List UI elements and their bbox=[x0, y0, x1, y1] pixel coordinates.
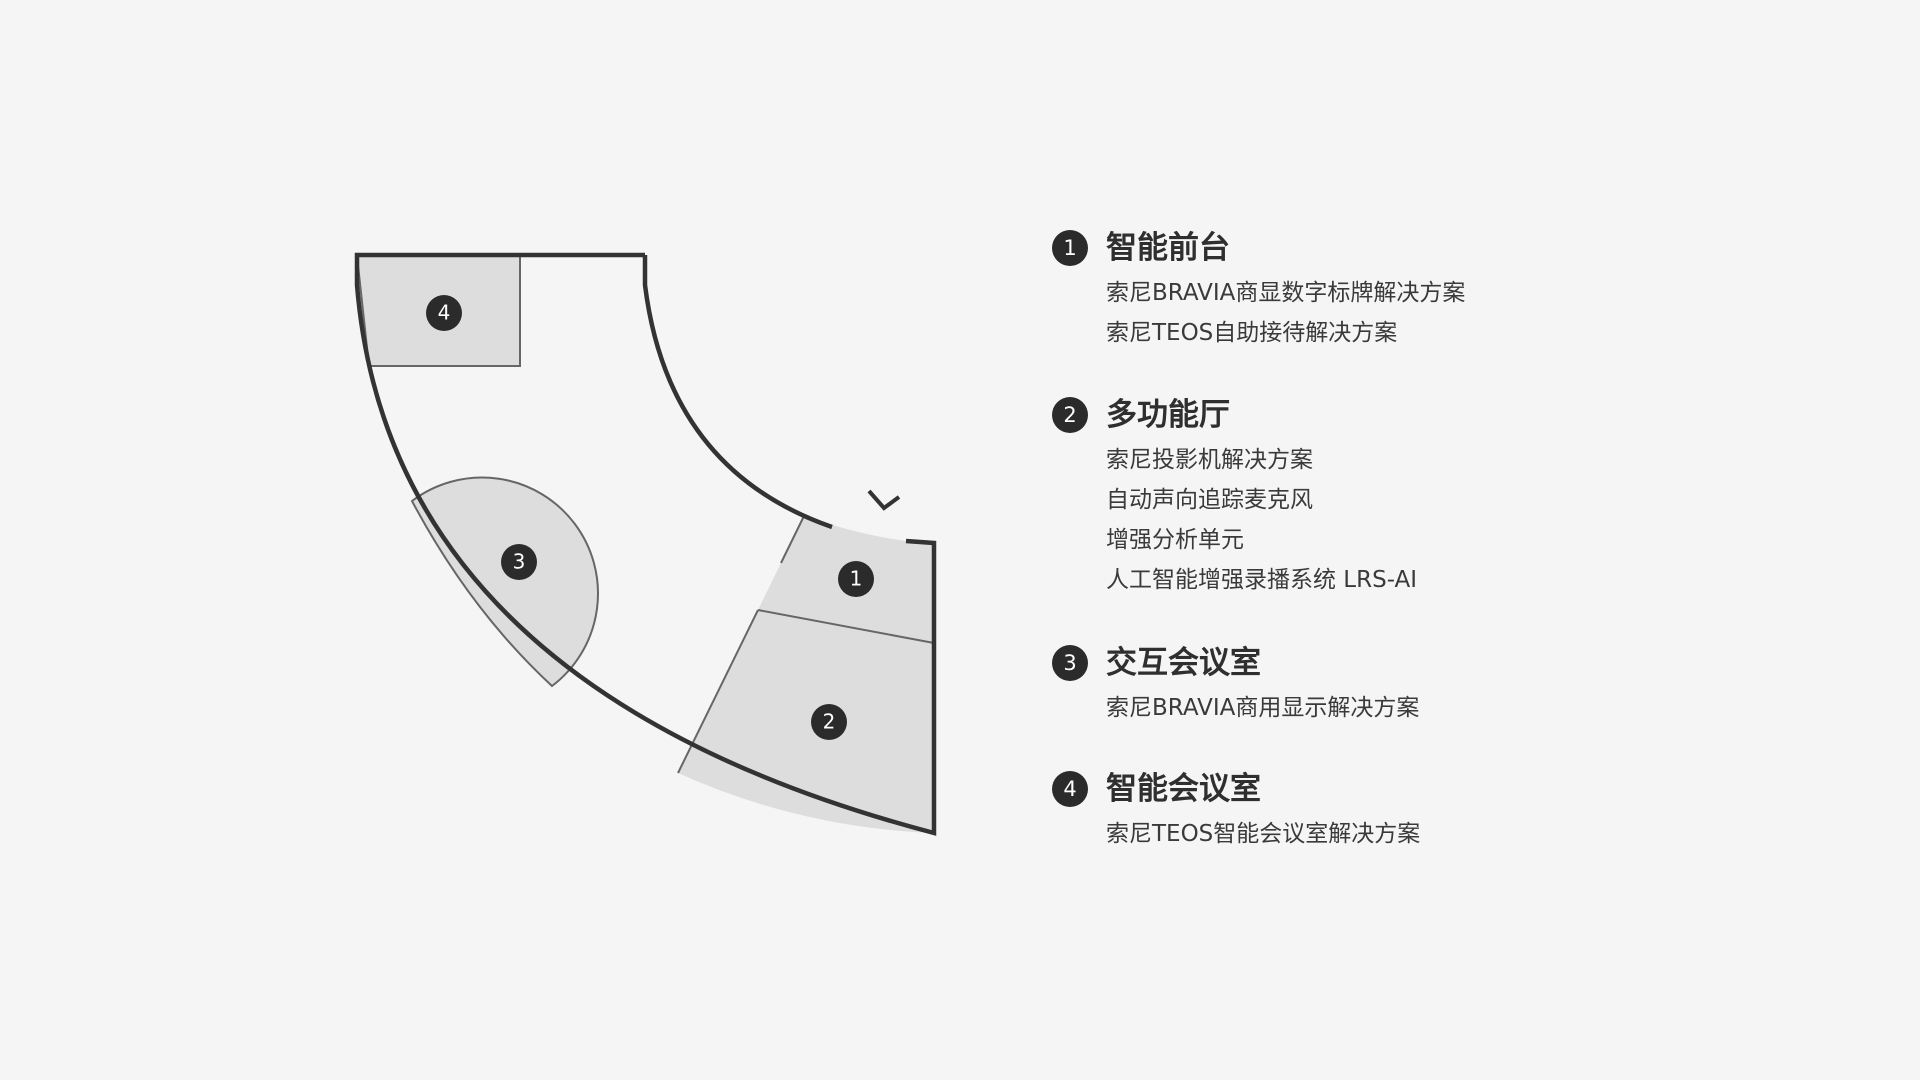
legend-title: 多功能厅 bbox=[1106, 397, 1230, 433]
legend-header: 4 智能会议室 bbox=[1052, 764, 1752, 814]
legend-title: 交互会议室 bbox=[1106, 645, 1261, 681]
legend-item: 自动声向追踪麦克风 bbox=[1106, 487, 1313, 513]
zone-4-badge-number: 4 bbox=[438, 301, 451, 325]
zone-3-badge-number: 3 bbox=[513, 550, 526, 574]
zone-1-badge: 1 bbox=[838, 561, 874, 597]
legend-title: 智能会议室 bbox=[1106, 771, 1261, 807]
chevron-down-icon bbox=[867, 489, 901, 511]
zone-1-left-wall bbox=[780, 515, 805, 564]
zone-2-room[interactable] bbox=[678, 610, 934, 833]
legend-title: 智能前台 bbox=[1106, 230, 1230, 266]
legend-item: 索尼TEOS自助接待解决方案 bbox=[1106, 320, 1398, 346]
legend-item: 增强分析单元 bbox=[1106, 527, 1244, 553]
building-outline bbox=[354, 252, 937, 836]
legend-header: 1 智能前台 bbox=[1052, 223, 1752, 273]
legend-badge: 3 bbox=[1052, 645, 1088, 681]
legend-group-1: 1 智能前台 索尼BRAVIA商显数字标牌解决方案 索尼TEOS自助接待解决方案 bbox=[1052, 223, 1752, 353]
building-inner-wall bbox=[642, 255, 833, 530]
legend-header: 2 多功能厅 bbox=[1052, 390, 1752, 440]
legend-group-4: 4 智能会议室 索尼TEOS智能会议室解决方案 bbox=[1052, 764, 1752, 854]
zone-2-badge-number: 2 bbox=[823, 710, 836, 734]
legend-item: 索尼BRAVIA商用显示解决方案 bbox=[1106, 695, 1420, 721]
legend-badge: 2 bbox=[1052, 397, 1088, 433]
legend-item: 索尼BRAVIA商显数字标牌解决方案 bbox=[1106, 280, 1466, 306]
legend-badge: 1 bbox=[1052, 230, 1088, 266]
legend-item: 索尼投影机解决方案 bbox=[1106, 447, 1313, 473]
zone-3-room[interactable] bbox=[410, 476, 599, 688]
zone-3-badge: 3 bbox=[501, 544, 537, 580]
legend-group-2: 2 多功能厅 索尼投影机解决方案 自动声向追踪麦克风 增强分析单元 人工智能增强… bbox=[1052, 390, 1752, 600]
legend: 1 智能前台 索尼BRAVIA商显数字标牌解决方案 索尼TEOS自助接待解决方案… bbox=[1052, 0, 1752, 1080]
legend-item: 索尼TEOS智能会议室解决方案 bbox=[1106, 821, 1421, 847]
zone-1-2-divider bbox=[757, 609, 935, 644]
zone-1-badge-number: 1 bbox=[850, 567, 863, 591]
legend-item: 人工智能增强录播系统 LRS-AI bbox=[1106, 567, 1418, 593]
legend-badge: 4 bbox=[1052, 771, 1088, 807]
zone-2-badge: 2 bbox=[811, 704, 847, 740]
zone-4-badge: 4 bbox=[426, 295, 462, 331]
legend-group-3: 3 交互会议室 索尼BRAVIA商用显示解决方案 bbox=[1052, 638, 1752, 728]
legend-header: 3 交互会议室 bbox=[1052, 638, 1752, 688]
